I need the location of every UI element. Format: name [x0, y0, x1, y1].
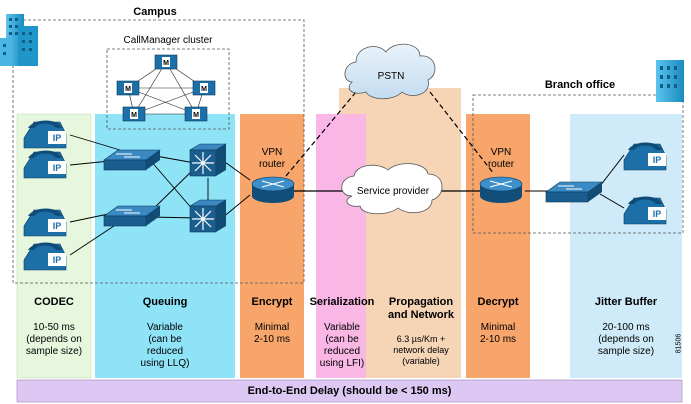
callmanager-cluster-label: CallManager cluster: [123, 35, 213, 46]
callmanager-server-icon: M: [122, 106, 146, 122]
stage-encrypt-title: Encrypt: [251, 296, 293, 308]
ip-phone-icon: IP: [23, 120, 67, 149]
branch-boundary: [472, 94, 684, 234]
pstn-cloud-icon: [344, 43, 436, 100]
callmanager-server-icon: M: [192, 80, 216, 96]
branch-switch-phone2-link: [599, 193, 625, 209]
svg-text:M: M: [125, 86, 131, 93]
stage-propagation-title: Propagation and Network: [387, 296, 454, 321]
svg-text:M: M: [163, 60, 169, 67]
decrypt-band: [466, 114, 530, 378]
vpn-router-right-icon: [479, 176, 523, 203]
callmanager-server-icon: M: [116, 80, 140, 96]
encrypt-band: [240, 114, 304, 378]
svg-text:IP: IP: [53, 133, 62, 143]
svg-text:IP: IP: [53, 221, 62, 231]
pstn-right-link: [429, 91, 495, 175]
callmanager-server-icon: M: [184, 106, 208, 122]
stage-propagation-desc: 6.3 µs/Km + network delay (variable): [393, 334, 449, 366]
svg-text:M: M: [193, 112, 199, 119]
svg-text:IP: IP: [53, 255, 62, 265]
end-to-end-bar: [16, 379, 683, 403]
branch-switch-icon: [545, 181, 603, 203]
svg-text:M: M: [131, 112, 137, 119]
campus-layer3-switch-icon: [188, 143, 228, 177]
callmanager-mesh: [127, 61, 205, 115]
stage-queuing-desc: Variable (can be reduced using LLQ): [140, 322, 190, 369]
vpn-router-left-icon: [251, 176, 295, 203]
svg-text:M: M: [201, 86, 207, 93]
branch-building-icon: [656, 60, 684, 102]
ip-phone-icon: IP: [23, 242, 67, 271]
stage-codec-title: CODEC: [34, 296, 74, 308]
serialization-band-front: [316, 114, 366, 378]
pstn-left-link: [285, 91, 357, 177]
figure-number: 81506: [675, 333, 683, 354]
stage-serialization-desc: Variable (can be reduced using LFI): [319, 322, 365, 369]
svg-text:IP: IP: [653, 209, 662, 219]
stage-codec-desc: 10-50 ms (depends on sample size): [25, 322, 83, 357]
end-to-end-delay-label: End-to-End Delay (should be < 150 ms): [247, 385, 452, 397]
stage-serialization-title: Serialization: [309, 296, 375, 308]
stage-queuing-title: Queuing: [142, 296, 188, 308]
campus-switch-icon: [103, 205, 161, 227]
campus-boundary: [12, 19, 305, 284]
pstn-label: PSTN: [377, 71, 405, 82]
branch-office-label: Branch office: [544, 79, 616, 91]
campus-switch-icon: [103, 149, 161, 171]
vpn-router-left-label: VPN router: [258, 147, 286, 170]
service-provider-cloud-icon: [341, 163, 443, 215]
ip-phone-icon: IP: [623, 142, 667, 171]
callmanager-server-icon: M: [154, 54, 178, 70]
stage-decrypt-title: Decrypt: [477, 296, 519, 308]
stage-jitter-title: Jitter Buffer: [594, 296, 658, 308]
svg-text:IP: IP: [653, 155, 662, 165]
campus-building-icon: [0, 14, 38, 66]
campus-label: Campus: [133, 6, 177, 18]
ip-phone-icon: IP: [23, 208, 67, 237]
stage-decrypt-desc: Minimal 2-10 ms: [479, 322, 517, 345]
stage-jitter-desc: 20-100 ms (depends on sample size): [597, 322, 655, 357]
callmanager-cluster-boundary: [106, 48, 230, 130]
branch-switch-phone1-link: [599, 154, 625, 187]
campus-layer3-switch-icon: [188, 199, 228, 233]
svg-text:IP: IP: [53, 163, 62, 173]
ip-phone-icon: IP: [623, 196, 667, 225]
service-provider-label: Service provider: [356, 186, 430, 197]
ip-phone-icon: IP: [23, 150, 67, 179]
vpn-router-right-label: VPN router: [487, 147, 515, 170]
stage-encrypt-desc: Minimal 2-10 ms: [253, 322, 291, 345]
